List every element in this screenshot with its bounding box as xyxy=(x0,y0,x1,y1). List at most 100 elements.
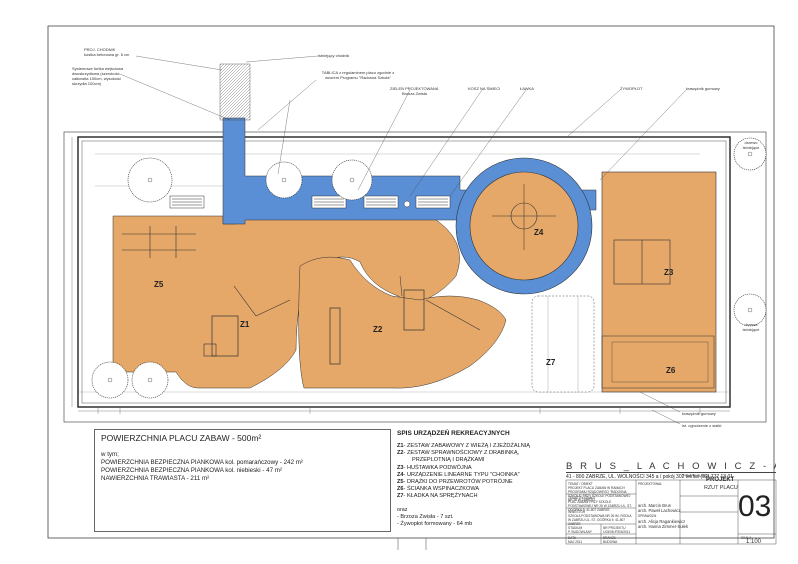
tree-icons xyxy=(91,137,767,399)
legend-item: Z3- HUŚTAWKA PODWÓJNA xyxy=(397,465,562,472)
legend-item-text: - HUŚTAWKA PODWÓJNA xyxy=(403,464,472,471)
equipment-legend: SPIS URZĄDZEŃ REKREACYJNYCH Z1- ZESTAW Z… xyxy=(397,430,562,528)
firm-name: B R U S _ L A C H O W I C Z - A R C H I … xyxy=(566,461,776,472)
legend-item-code: Z7 xyxy=(397,493,404,500)
legend-item: Z7- KŁADKA NA SPRĘŻYNACH xyxy=(397,493,562,500)
existing-path-hatch xyxy=(219,63,251,121)
bin-icon xyxy=(403,200,411,208)
legend-item-code: Z1 xyxy=(397,443,404,449)
tb-rzut: RZUT PLACU xyxy=(704,485,738,491)
legend-items: Z1- ZESTAW ZABAWOWY Z WIEŻĄ I ZJEŻDŻALNI… xyxy=(397,443,562,501)
legend-item: Z2- ZESTAW SPRAWNOŚCIOWY Z DRABINKĄ, xyxy=(397,450,562,457)
tb-branza: BUDOWA xyxy=(603,540,618,544)
tb-label-projektowal: PROJEKTOWAŁ xyxy=(638,482,662,486)
tb-projektowal-1: arch. Marcin Brus xyxy=(638,503,671,508)
zone-label-z4: Z4 xyxy=(534,228,544,237)
zone-label-z3: Z3 xyxy=(664,268,674,277)
tb-sprawdzil-1: arch. Alicja Ragankiewicz xyxy=(638,519,686,524)
legend-extra-1: - Brzoza Zwisła - 7 szt. xyxy=(397,513,454,520)
summary-line-3: NAWIERZCHNIA TRAWIASTA - 211 m² xyxy=(101,475,210,482)
note-chodnik: PROJ. CHODNIK xyxy=(84,47,116,52)
legend-item-text: - ZESTAW ZABAWOWY Z WIEŻĄ I ZJEŻDŻALNIĄ xyxy=(403,443,531,449)
orange-surface-z3 xyxy=(601,171,717,393)
note-krawez: krawężnik gumowy xyxy=(686,86,720,91)
tb-label-rys: TYTUŁ RYSUNKU xyxy=(682,474,709,478)
summary-heading: POWIERZCHNIA PLACU ZABAW - 500m² xyxy=(101,433,262,443)
zone-label-z6: Z6 xyxy=(666,366,676,375)
legend-item-code: Z2 xyxy=(397,450,404,457)
note-lawka: ŁAWKA xyxy=(520,86,534,91)
zone-label-z5: Z5 xyxy=(154,280,164,289)
z7-area xyxy=(531,295,595,393)
title-block: B R U S _ L A C H O W I C Z - A R C H I … xyxy=(566,461,776,547)
tb-inwestor: SZKOŁA PODSTAWOWA NR 26 IM. RODŁA W ZABR… xyxy=(568,514,632,526)
tb-label-data: DATA xyxy=(568,536,577,540)
legend-extra-2: - Żywopłot formowany - 64 mb xyxy=(397,520,473,527)
summary-line-2: POWIERZCHNIA BEZPIECZNA PIANKOWA kol. ni… xyxy=(101,467,282,474)
orange-surface-z2 xyxy=(298,256,507,389)
note-drzewo-2: drzewo istniejące xyxy=(742,322,760,332)
tb-projekt: PROJEKT xyxy=(706,477,735,483)
tb-label-sprawdzil: SPRAWDZIŁ xyxy=(638,514,657,518)
sheet-frame xyxy=(47,25,775,539)
area-summary-box: POWIERZCHNIA PLACU ZABAW - 500m² w tym; … xyxy=(94,429,391,532)
note-kosz: KOSZ NA ŚMIECI xyxy=(468,86,501,91)
legend-item: Z4- URZĄDZENIE LINEARNE TYPU "CHOINKA" xyxy=(397,472,562,479)
hedge-outline xyxy=(77,136,731,408)
plot-boundary xyxy=(63,131,767,423)
tb-label-stadium: STADIUM xyxy=(568,526,583,530)
zone-label-z7: Z7 xyxy=(546,358,556,367)
tb-label-nr: NR PROJEKTU xyxy=(603,526,626,530)
note-zielen: ZIELEŃ PROJEKTOWANA xyxy=(390,86,439,91)
tb-label-skala: SKALA xyxy=(741,536,752,540)
tb-label-branza: BRANŻA xyxy=(603,536,616,540)
drawing-number: 03 xyxy=(738,490,772,523)
inner-boundary xyxy=(81,140,727,404)
firm-address: 41 - 800 ZABRZE, UL. WOLNOŚCI 345 a / po… xyxy=(566,472,776,480)
tb-stadium: P. BUDOWLANY xyxy=(568,530,593,534)
note-zywoplot: ŻYWOPŁOT xyxy=(620,86,643,91)
tb-data: MAJ 2011 xyxy=(568,540,583,544)
legend-item-code: Z3 xyxy=(397,464,404,471)
legend-item-text: - ZESTAW SPRAWNOŚCIOWY Z DRABINKĄ, xyxy=(403,450,520,457)
note-ogrodzenie-2: ist. ogrodzenie z siatki xyxy=(682,423,722,428)
legend-item-code: Z4 xyxy=(397,471,404,478)
tb-sprawdzil-2: arch. Hanna Zimmer-Sułek xyxy=(638,524,689,529)
tb-temat2: PLAC ZABAW PRZY SZKOLE PODSTAWOWEJ NR 26… xyxy=(568,500,632,512)
note-tablica: TABLICA z regulaminem placu zgodnie z wz… xyxy=(321,70,395,80)
legend-item-text: - ŚCIANKA WSPINACZKOWA xyxy=(403,486,480,493)
legend-item-text: - DRĄŻKI DO PRZEWROTÓW POTRÓJNE xyxy=(403,479,513,486)
tb-label-temat: TEMAT / OBIEKT xyxy=(568,482,593,486)
zone-label-z1: Z1 xyxy=(240,320,250,329)
tb-label-temat2: TEMAT RYSUNKU xyxy=(568,496,595,500)
legend-item-code: Z5 xyxy=(397,479,404,486)
tb-projektowal-2: arch. Paweł Lachowicz xyxy=(638,508,681,513)
legend-item: PRZEPLOTNIĄ I DRĄŻKAMI xyxy=(397,457,562,464)
note-chodnik-sub: kostka betonowa gr. 6 cm xyxy=(84,52,130,57)
tb-temat: PROJEKT PLACU ZABAW W RAMACH PROGRAMU RZ… xyxy=(568,486,631,502)
tb-scale: 1:100 xyxy=(746,539,762,545)
zone-label-z2: Z2 xyxy=(373,325,383,334)
note-krawez-2: krawężnik gumowy xyxy=(682,411,716,416)
legend-item: Z5- DRĄŻKI DO PRZEWROTÓW POTRÓJNE xyxy=(397,479,562,486)
note-drzewo-1: drzewo istniejące xyxy=(742,140,760,150)
note-zielen-sub: Brzoza Zwisła xyxy=(402,91,427,96)
titleblock-grid xyxy=(565,479,777,545)
tb-nr: 1/03/08 /RS/4/2011 xyxy=(603,530,631,534)
bench-icons xyxy=(169,195,451,209)
legend-item: Z1- ZESTAW ZABAWOWY Z WIEŻĄ I ZJEŻDŻALNI… xyxy=(397,443,562,450)
legend-item-text: - KŁADKA NA SPRĘŻYNACH xyxy=(403,493,478,500)
legend-item: Z6- ŚCIANKA WSPINACZKOWA xyxy=(397,486,562,493)
legend-oraz: oraz xyxy=(397,506,408,513)
leader-lines xyxy=(119,55,687,425)
tb-label-inwestor: INWESTOR xyxy=(568,510,586,514)
legend-item-text: - URZĄDZENIE LINEARNE TYPU "CHOINKA" xyxy=(403,471,520,478)
z6-area xyxy=(601,335,715,389)
legend-title: SPIS URZĄDZEŃ REKREACYJNYCH xyxy=(397,430,510,437)
note-ogrodzenie: Systemowe furtka wejściowa dwuskrzydłowa… xyxy=(72,66,124,86)
summary-line-1: POWIERZCHNIA BEZPIECZNA PIANKOWA kol. po… xyxy=(101,459,303,466)
note-istn-chodnik: istniejący chodnik xyxy=(318,53,350,58)
summary-w-tym: w tym; xyxy=(101,451,119,458)
legend-item-text: PRZEPLOTNIĄ I DRĄŻKAMI xyxy=(412,457,485,464)
